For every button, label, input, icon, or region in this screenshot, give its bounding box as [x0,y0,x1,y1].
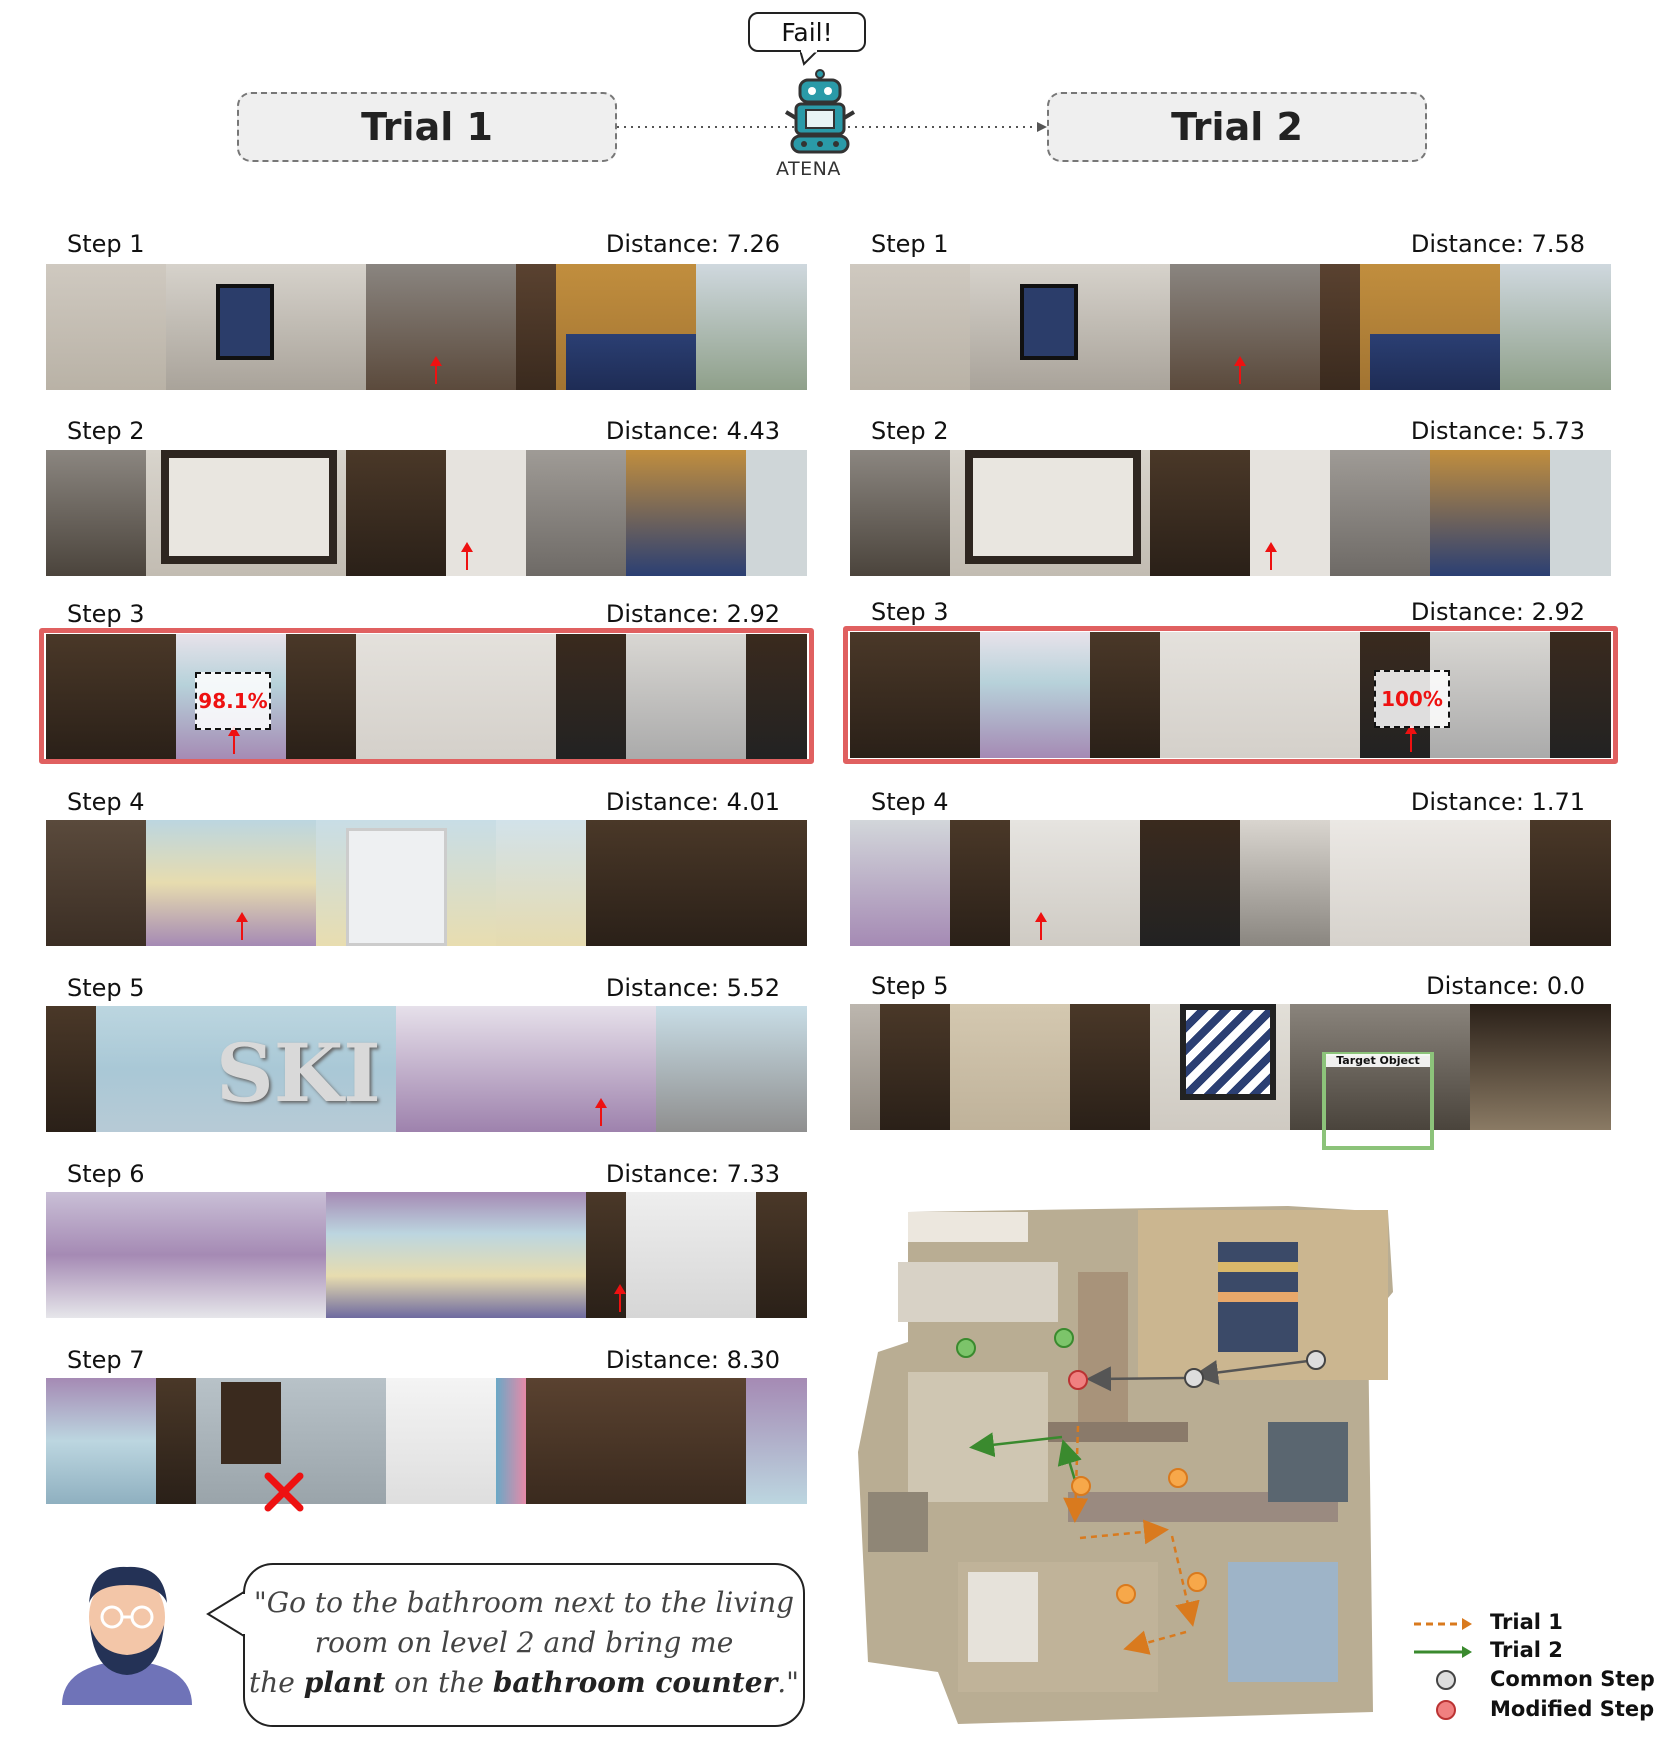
instruction-line-3: the plant on the bathroom counter." [248,1666,800,1699]
trial1-step-6-distance: Distance: 7.33 [605,1160,780,1188]
trial2-step-4-distance: Distance: 1.71 [1410,788,1585,816]
trial2-step-2-distance: Distance: 5.73 [1410,417,1585,445]
trial1-step-2-distance: Distance: 4.43 [605,417,780,445]
common-step-node [1184,1368,1204,1388]
trial1-step-node [1168,1468,1188,1488]
trial1-step-4-panorama [46,820,807,946]
trial2-step-node [956,1338,976,1358]
legend-common-step: Common Step [1490,1667,1655,1691]
trial1-step-2-label: Step 2 [67,417,145,445]
trial1-step-3-label: Step 3 [67,600,145,628]
trial1-step-5-panorama: SKI [46,1006,807,1132]
target-object-label: Target Object [1326,1054,1430,1067]
trial1-step-6-label: Step 6 [67,1160,145,1188]
modified-step-node [1068,1370,1088,1390]
instruction-bubble-tail [206,1590,246,1638]
fail-speech-bubble: Fail! [748,12,866,52]
trial1-step-1-panorama [46,264,807,390]
trial2-step-2-label: Step 2 [871,417,949,445]
trial2-confidence-box: 100% [1374,670,1450,728]
trial1-step-4-distance: Distance: 4.01 [605,788,780,816]
trial2-step-1-panorama [850,264,1611,390]
trial1-step-1-label: Step 1 [67,230,145,258]
trial2-step-3-label: Step 3 [871,598,949,626]
speech-tail [800,50,820,66]
trial1-step-7-panorama [46,1378,807,1504]
trial2-step-4-label: Step 4 [871,788,949,816]
trial2-step-5-label: Step 5 [871,972,949,1000]
trial2-step-4-panorama [850,820,1611,946]
trial2-step-node [1054,1328,1074,1348]
trial1-step-5-distance: Distance: 5.52 [605,974,780,1002]
instruction-line-1: "Go to the bathroom next to the living [253,1586,795,1619]
trial2-step-3-distance: Distance: 2.92 [1410,598,1585,626]
instruction-line-2: room on level 2 and bring me [314,1626,734,1659]
instruction-bubble: "Go to the bathroom next to the living r… [243,1563,805,1727]
trial1-step-5-label: Step 5 [67,974,145,1002]
trial2-step-5-distance: Distance: 0.0 [1426,972,1585,1000]
trial1-step-3-highlight [39,628,814,764]
target-object-box: Target Object [1322,1052,1434,1150]
instruction-object: plant [303,1666,386,1699]
trial1-step-7-label: Step 7 [67,1346,145,1374]
trial2-step-5-panorama [850,1004,1611,1130]
trial1-step-1-distance: Distance: 7.26 [605,230,780,258]
floor-plan-map [858,1206,1393,1724]
trial2-step-2-panorama [850,450,1611,576]
trial1-step-7-distance: Distance: 8.30 [605,1346,780,1374]
legend-trial-1: Trial 1 [1490,1610,1563,1634]
trial2-step-3-highlight [843,626,1618,764]
legend-modified-step: Modified Step [1490,1697,1655,1721]
common-step-node [1306,1350,1326,1370]
trial1-confidence-box: 98.1% [195,672,271,730]
trial1-step-3-panorama [46,634,807,760]
trial1-step-2-panorama [46,450,807,576]
trial-1-header: Trial 1 [237,92,617,162]
agent-name: ATENA [776,158,841,180]
instruction-location: bathroom counter [492,1666,778,1699]
fail-x-icon [264,1472,304,1512]
map-legend-symbols [1414,1618,1472,1720]
robot-icon [784,69,856,154]
trial2-step-3-panorama [850,632,1611,758]
trial1-step-3-distance: Distance: 2.92 [605,600,780,628]
trial1-step-node [1071,1476,1091,1496]
trial-2-header: Trial 2 [1047,92,1427,162]
trial1-step-6-panorama [46,1192,807,1318]
trial1-step-4-label: Step 4 [67,788,145,816]
trial1-step-node [1187,1572,1207,1592]
trial2-step-1-label: Step 1 [871,230,949,258]
user-avatar-icon [62,1566,192,1705]
trial2-step-1-distance: Distance: 7.58 [1410,230,1585,258]
trial1-step-node [1116,1584,1136,1604]
legend-trial-2: Trial 2 [1490,1638,1563,1662]
